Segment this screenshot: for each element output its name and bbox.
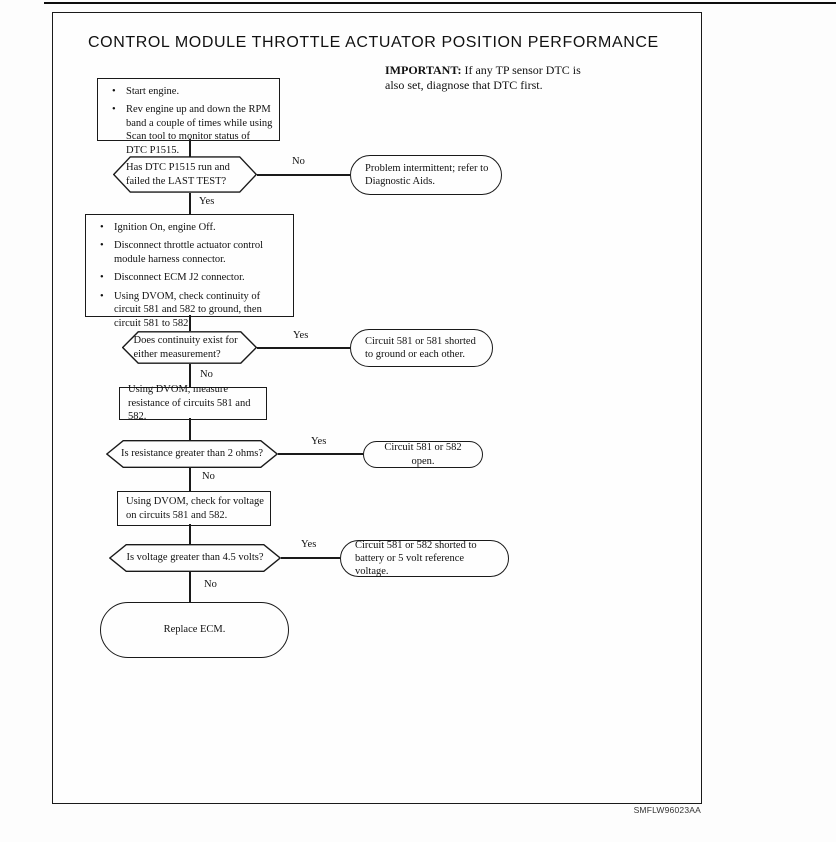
decision-question-text: Does continuity exist for either measure… bbox=[133, 335, 238, 360]
connector-line bbox=[189, 468, 191, 491]
bullet-text: Rev engine up and down the RPM band a co… bbox=[126, 104, 273, 156]
bullet-item: • Disconnect throttle actuator control m… bbox=[88, 239, 289, 271]
connector-line bbox=[281, 557, 340, 559]
connector-line bbox=[257, 347, 350, 349]
decision-hexagon-shape bbox=[109, 544, 281, 572]
terminator-text: Circuit 581 or 581 shorted to ground or … bbox=[365, 335, 476, 360]
document-code: SMFLW96023AA bbox=[633, 805, 701, 815]
terminator-circuit-shorted-ground: Circuit 581 or 581 shorted to ground or … bbox=[350, 329, 493, 367]
terminator-text: Replace ECM. bbox=[163, 624, 226, 636]
decision-hexagon-shape bbox=[113, 156, 257, 193]
connector-line bbox=[278, 453, 363, 455]
bullet-icon: • bbox=[100, 272, 104, 284]
decision-continuity: Does continuity exist for either measure… bbox=[122, 331, 257, 364]
branch-label-yes: Yes bbox=[199, 196, 215, 207]
decision-question-text: Is voltage greater than 4.5 volts? bbox=[126, 552, 264, 564]
important-text: If any TP sensor DTC is also set, diagno… bbox=[385, 63, 581, 92]
decision-question: Has DTC P1515 run and failed the LAST TE… bbox=[113, 156, 257, 193]
bullet-item: • Start engine. bbox=[100, 85, 275, 103]
terminator-circuit-open: Circuit 581 or 582 open. bbox=[363, 441, 483, 468]
decision-question-text: Is resistance greater than 2 ohms? bbox=[121, 448, 263, 460]
bullet-text: Start engine. bbox=[126, 86, 180, 97]
decision-dtc-p1515: Has DTC P1515 run and failed the LAST TE… bbox=[113, 156, 257, 193]
bullet-icon: • bbox=[112, 104, 116, 116]
page-title: CONTROL MODULE THROTTLE ACTUATOR POSITIO… bbox=[88, 34, 659, 51]
important-note: IMPORTANT: If any TP sensor DTC is also … bbox=[385, 63, 601, 92]
step-box-ignition-on: • Ignition On, engine Off. • Disconnect … bbox=[85, 214, 294, 329]
terminator-text: Circuit 581 or 582 shorted to battery or… bbox=[355, 539, 477, 578]
decision-question: Does continuity exist for either measure… bbox=[122, 331, 257, 364]
decision-question: Is resistance greater than 2 ohms? bbox=[106, 440, 278, 468]
step-text: Using DVOM, measure resistance of circui… bbox=[128, 384, 251, 423]
terminator-circuit-shorted-battery: Circuit 581 or 582 shorted to battery or… bbox=[340, 540, 509, 577]
bullet-text: Disconnect ECM J2 connector. bbox=[114, 272, 245, 284]
step-box-measure-resistance: Using DVOM, measure resistance of circui… bbox=[119, 384, 267, 422]
connector-line bbox=[189, 193, 191, 214]
branch-label-no: No bbox=[200, 369, 213, 380]
bullet-text: Ignition On, engine Off. bbox=[114, 222, 216, 233]
decision-resistance: Is resistance greater than 2 ohms? bbox=[106, 440, 278, 468]
branch-label-yes: Yes bbox=[311, 436, 327, 447]
decision-voltage: Is voltage greater than 4.5 volts? bbox=[109, 544, 281, 572]
connector-line bbox=[189, 139, 191, 157]
branch-label-yes: Yes bbox=[301, 539, 317, 550]
branch-label-yes: Yes bbox=[293, 330, 309, 341]
branch-label-no: No bbox=[292, 156, 305, 167]
decision-question-text: Has DTC P1515 run and failed the LAST TE… bbox=[126, 162, 230, 187]
decision-question: Is voltage greater than 4.5 volts? bbox=[109, 544, 281, 572]
terminator-problem-intermittent: Problem intermittent; refer to Diagnosti… bbox=[350, 155, 502, 195]
bullet-icon: • bbox=[112, 86, 116, 97]
branch-label-no: No bbox=[202, 471, 215, 482]
bullet-icon: • bbox=[100, 290, 104, 302]
bullet-item: • Using DVOM, check continuity of circui… bbox=[88, 290, 289, 335]
decision-hexagon-shape bbox=[106, 440, 278, 468]
bullet-icon: • bbox=[100, 222, 104, 233]
bullet-icon: • bbox=[100, 240, 104, 252]
terminator-text: Problem intermittent; refer to Diagnosti… bbox=[365, 162, 489, 187]
top-border-line bbox=[44, 2, 836, 4]
step-box-check-voltage: Using DVOM, check for voltage on circuit… bbox=[117, 491, 271, 526]
connector-line bbox=[257, 174, 350, 176]
bullet-item: • Disconnect ECM J2 connector. bbox=[88, 271, 289, 289]
connector-line bbox=[189, 572, 191, 602]
connector-line bbox=[189, 524, 191, 544]
decision-hexagon-shape bbox=[122, 331, 257, 364]
branch-label-no: No bbox=[204, 579, 217, 590]
bullet-item: • Ignition On, engine Off. bbox=[88, 221, 289, 239]
step-box-start-engine: • Start engine. • Rev engine up and down… bbox=[97, 78, 280, 156]
connector-line bbox=[189, 364, 191, 387]
bullet-item: • Rev engine up and down the RPM band a … bbox=[100, 103, 275, 162]
step-text: Using DVOM, check for voltage on circuit… bbox=[126, 496, 264, 521]
terminator-text: Circuit 581 or 582 open. bbox=[384, 442, 462, 467]
connector-line bbox=[189, 418, 191, 440]
connector-line bbox=[189, 315, 191, 331]
important-label: IMPORTANT: bbox=[385, 63, 462, 77]
terminator-replace-ecm: Replace ECM. bbox=[100, 602, 289, 658]
bullet-text: Disconnect throttle actuator control mod… bbox=[114, 240, 263, 265]
bullet-text: Using DVOM, check continuity of circuit … bbox=[114, 290, 262, 329]
